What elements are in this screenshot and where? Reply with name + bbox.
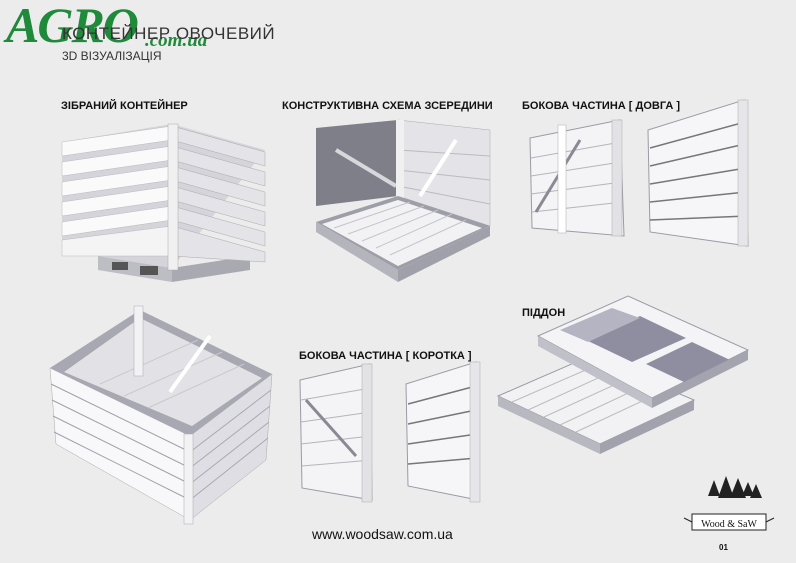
- assembled-container: [61, 123, 266, 282]
- page-subtitle: 3D ВІЗУАЛІЗАЦІЯ: [62, 49, 162, 63]
- footer-url[interactable]: www.woodsaw.com.ua: [312, 526, 453, 542]
- pallet-bottom: [496, 355, 696, 454]
- label-assembled: ЗІБРАНИЙ КОНТЕЙНЕР: [61, 100, 188, 112]
- label-inside: КОНСТРУКТИВНА СХЕМА ЗСЕРЕДИНИ: [282, 100, 493, 112]
- label-pallet: ПІДДОН: [522, 307, 566, 319]
- side-long-inner: [529, 119, 625, 237]
- woodsaw-brand: Wood & SaW: [701, 519, 757, 530]
- side-short-inner: [299, 363, 373, 503]
- page-number: 01: [719, 543, 728, 552]
- page-title: КОНТЕЙНЕР ОВОЧЕВИЙ: [62, 24, 276, 43]
- inside-schematic: [316, 119, 491, 282]
- agro-logo: AGRO: [6, 0, 139, 53]
- label-side-long: БОКОВА ЧАСТИНА [ ДОВГА ]: [522, 100, 681, 112]
- side-long-outer: [647, 99, 749, 247]
- woodsaw-logo: [683, 476, 775, 531]
- side-short-outer: [405, 361, 481, 503]
- label-side-short: БОКОВА ЧАСТИНА [ КОРОТКА ]: [299, 350, 472, 362]
- pallet-top: [536, 295, 750, 408]
- open-container: [49, 305, 273, 525]
- agro-logo-domain: .com.ua: [145, 30, 208, 51]
